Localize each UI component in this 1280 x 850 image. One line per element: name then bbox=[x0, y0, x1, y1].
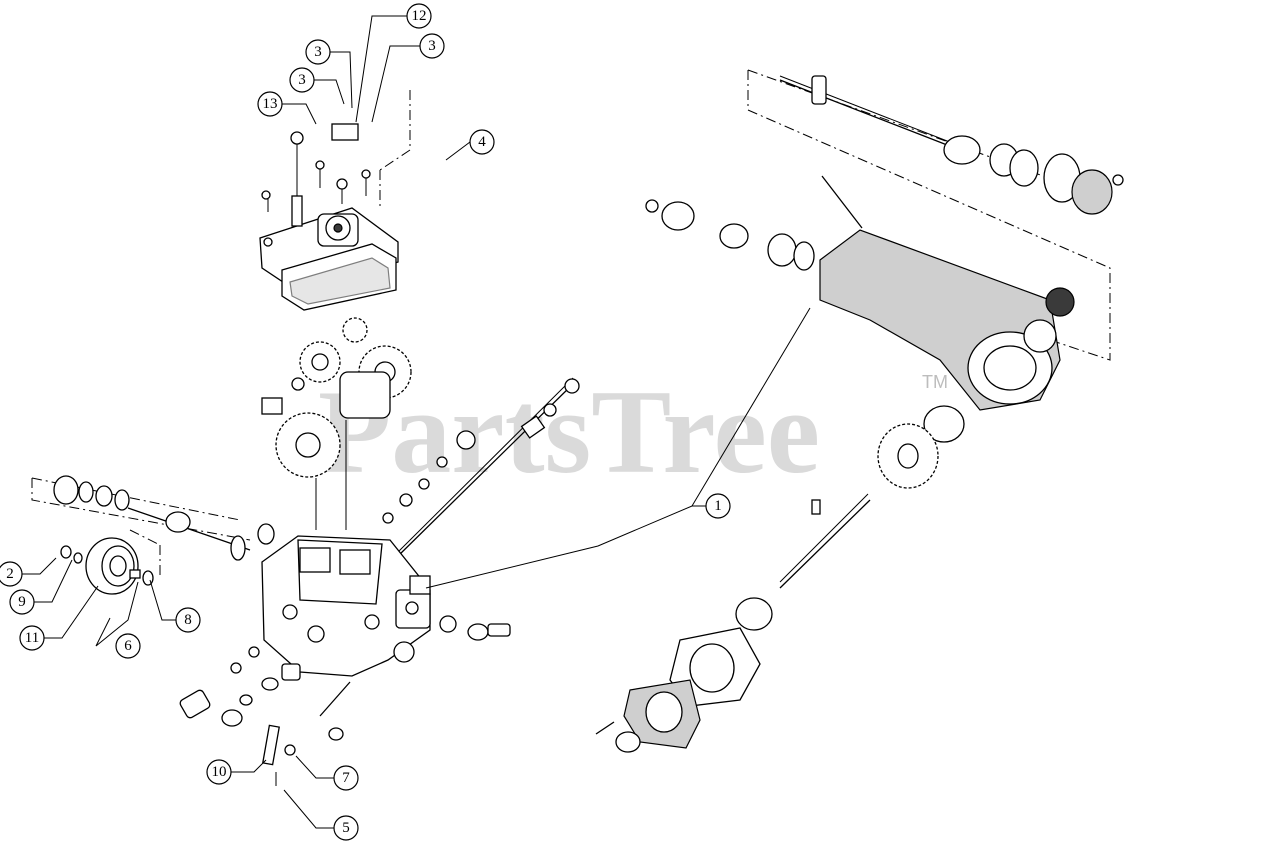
callout-5: 5 bbox=[333, 815, 359, 841]
callout-6: 6 bbox=[115, 633, 141, 659]
callout-13: 13 bbox=[257, 91, 283, 117]
callout-label: 7 bbox=[342, 770, 350, 786]
callout-2: 2 bbox=[0, 561, 23, 587]
callout-11: 11 bbox=[19, 625, 45, 651]
pulley-assembly bbox=[60, 537, 154, 595]
callout-12: 12 bbox=[406, 3, 432, 29]
top-cover-assembly bbox=[259, 90, 411, 311]
center-shaft-assembly bbox=[382, 377, 580, 559]
callout-label: 10 bbox=[212, 764, 227, 780]
lower-housing bbox=[261, 535, 431, 677]
callout-label: 3 bbox=[428, 38, 436, 54]
callout-label: 4 bbox=[478, 134, 486, 150]
callout-9: 9 bbox=[9, 589, 35, 615]
callout-label: 3 bbox=[298, 72, 306, 88]
lower-small-parts bbox=[179, 615, 511, 786]
callout-label: 12 bbox=[412, 8, 427, 24]
callout-label: 6 bbox=[124, 638, 132, 654]
callout-1: 1 bbox=[705, 493, 731, 519]
callout-3-right: 3 bbox=[419, 33, 445, 59]
callout-3-left: 3 bbox=[305, 39, 331, 65]
callout-label: 8 bbox=[184, 612, 192, 628]
callout-8: 8 bbox=[175, 607, 201, 633]
gear-cluster bbox=[261, 317, 412, 530]
callout-3-lower: 3 bbox=[289, 67, 315, 93]
callout-label: 9 bbox=[18, 594, 26, 610]
callout-7: 7 bbox=[333, 765, 359, 791]
left-input-shaft bbox=[31, 475, 275, 575]
callout-10: 10 bbox=[206, 759, 232, 785]
right-lower-axle bbox=[595, 405, 965, 753]
callout-label: 2 bbox=[6, 566, 14, 582]
callout-label: 1 bbox=[714, 498, 722, 514]
watermark-trademark: TM bbox=[922, 372, 948, 392]
right-axle-housing bbox=[645, 69, 1124, 411]
callout-label: 5 bbox=[342, 820, 350, 836]
leader-lines bbox=[22, 15, 811, 829]
callout-label: 11 bbox=[25, 630, 39, 646]
callout-label: 3 bbox=[314, 44, 322, 60]
callout-4: 4 bbox=[469, 129, 495, 155]
callout-label: 13 bbox=[263, 96, 278, 112]
